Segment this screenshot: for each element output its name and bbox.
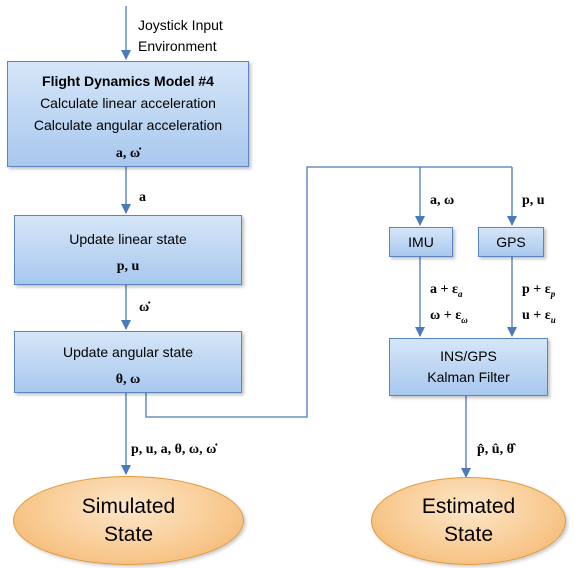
input-label-line1: Joystick Input (138, 17, 223, 33)
update-linear-state-box: Update linear state p, u (14, 215, 242, 285)
gps-label: GPS (496, 234, 526, 250)
edge-label-simulated-variables: p, u, a, θ, ω, ω̇ (131, 442, 217, 457)
estimated-line2: State (443, 523, 494, 546)
fdm-line2: Calculate angular acceleration (33, 117, 223, 133)
fdm-outputs: a, ω̇ (115, 146, 141, 161)
gps-output-position: p + εp (522, 282, 556, 299)
imu-output-accel: a + εa (430, 282, 463, 299)
wire-angular-to-sensors (145, 166, 512, 418)
edge-label-omega-dot: ω̇ (139, 300, 150, 315)
update-angular-state-box: Update angular state θ, ω (14, 331, 242, 393)
edge-label-a: a (139, 190, 146, 205)
gps-input-label: p, u (522, 193, 545, 208)
imu-input-label: a, ω (430, 193, 455, 208)
angular-state-label: Update angular state (63, 344, 193, 360)
simulated-line2: State (103, 522, 154, 546)
kalman-filter-box: INS/GPS Kalman Filter (389, 338, 548, 396)
fdm-line1: Calculate linear acceleration (40, 95, 216, 111)
kalman-line2: Kalman Filter (427, 369, 510, 385)
imu-box: IMU (389, 227, 453, 257)
gps-output-velocity: u + εu (522, 308, 556, 325)
estimated-state-ellipse: Estimated State (371, 477, 566, 565)
fdm-title: Flight Dynamics Model #4 (42, 73, 214, 89)
imu-label: IMU (408, 234, 434, 250)
linear-state-label: Update linear state (69, 231, 187, 247)
kalman-line1: INS/GPS (440, 348, 497, 364)
input-label-line2: Environment (138, 38, 217, 54)
linear-state-outputs: p, u (116, 259, 140, 274)
gps-box: GPS (478, 227, 544, 257)
simulated-state-ellipse: Simulated State (13, 476, 244, 565)
angular-state-outputs: θ, ω (115, 372, 141, 387)
estimated-line1: Estimated (421, 495, 516, 518)
imu-output-omega: ω + εω (430, 308, 468, 325)
edge-label-estimates: p̂, û, θ̂ (477, 442, 514, 457)
joystick-input-label: Joystick Input Environment (138, 15, 223, 57)
simulated-line1: Simulated (81, 494, 176, 518)
flight-dynamics-model-box: Flight Dynamics Model #4 Calculate linea… (7, 61, 249, 167)
